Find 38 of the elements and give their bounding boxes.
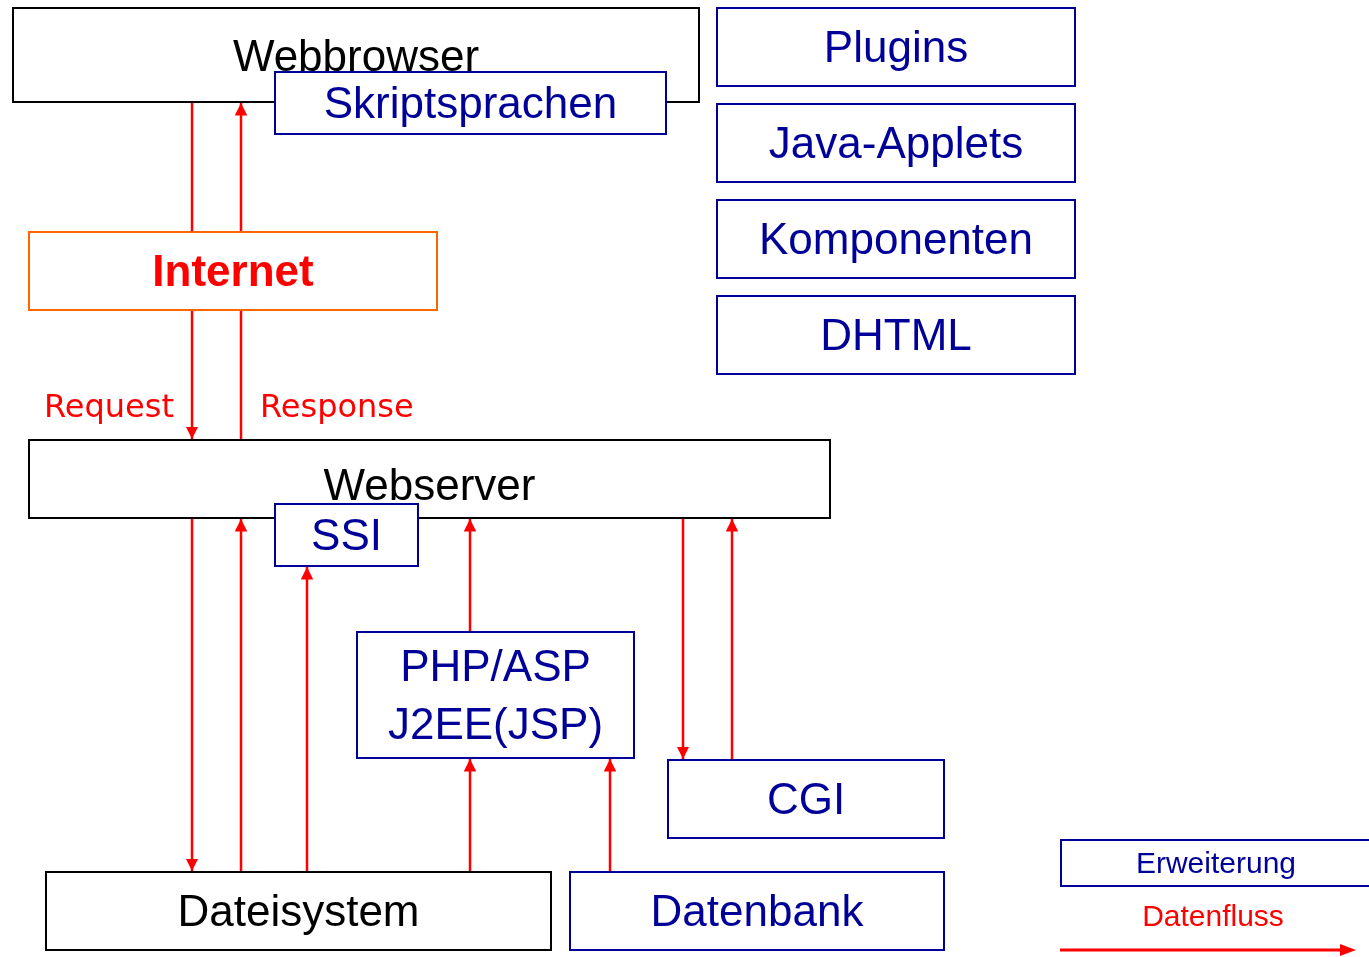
node-label: Plugins bbox=[822, 21, 970, 73]
arrow bbox=[234, 519, 248, 871]
arrow bbox=[185, 311, 199, 439]
extension-box bbox=[716, 103, 1076, 183]
node-label: Dateisystem bbox=[176, 885, 421, 937]
edge-label: Request bbox=[44, 386, 174, 426]
edge-label: Response bbox=[260, 386, 414, 426]
arrow bbox=[234, 103, 248, 231]
node-label: SSI bbox=[310, 509, 383, 561]
extension-box bbox=[274, 503, 419, 567]
extension-box bbox=[716, 199, 1076, 279]
server-box bbox=[28, 439, 831, 519]
node-label: Komponenten bbox=[758, 213, 1034, 265]
node-label: Java-Applets bbox=[767, 117, 1025, 169]
arrow bbox=[463, 759, 477, 871]
arrow bbox=[676, 519, 690, 759]
arrow bbox=[603, 759, 617, 871]
arrow bbox=[300, 567, 314, 871]
extension-box bbox=[569, 871, 945, 951]
node-label: Datenbank bbox=[649, 885, 865, 937]
extension-box bbox=[716, 7, 1076, 87]
arrow bbox=[725, 519, 739, 759]
node-label: PHP/ASP bbox=[399, 640, 592, 692]
node-label: Webserver bbox=[322, 459, 537, 511]
node-label: Internet bbox=[151, 245, 315, 297]
network-box bbox=[28, 231, 438, 311]
arrow bbox=[185, 519, 199, 871]
extension-box bbox=[274, 71, 667, 135]
node-label: J2EE(JSP) bbox=[386, 698, 605, 750]
extension-box bbox=[667, 759, 945, 839]
node-label: CGI bbox=[765, 773, 847, 825]
node-label: DHTML bbox=[819, 309, 973, 361]
extension-box bbox=[716, 295, 1076, 375]
legend-label: Datenfluss bbox=[1141, 898, 1285, 934]
extension-box bbox=[356, 631, 635, 759]
arrow bbox=[463, 519, 477, 631]
legend-box: Erweiterung bbox=[1060, 839, 1369, 887]
storage-box bbox=[45, 871, 552, 951]
